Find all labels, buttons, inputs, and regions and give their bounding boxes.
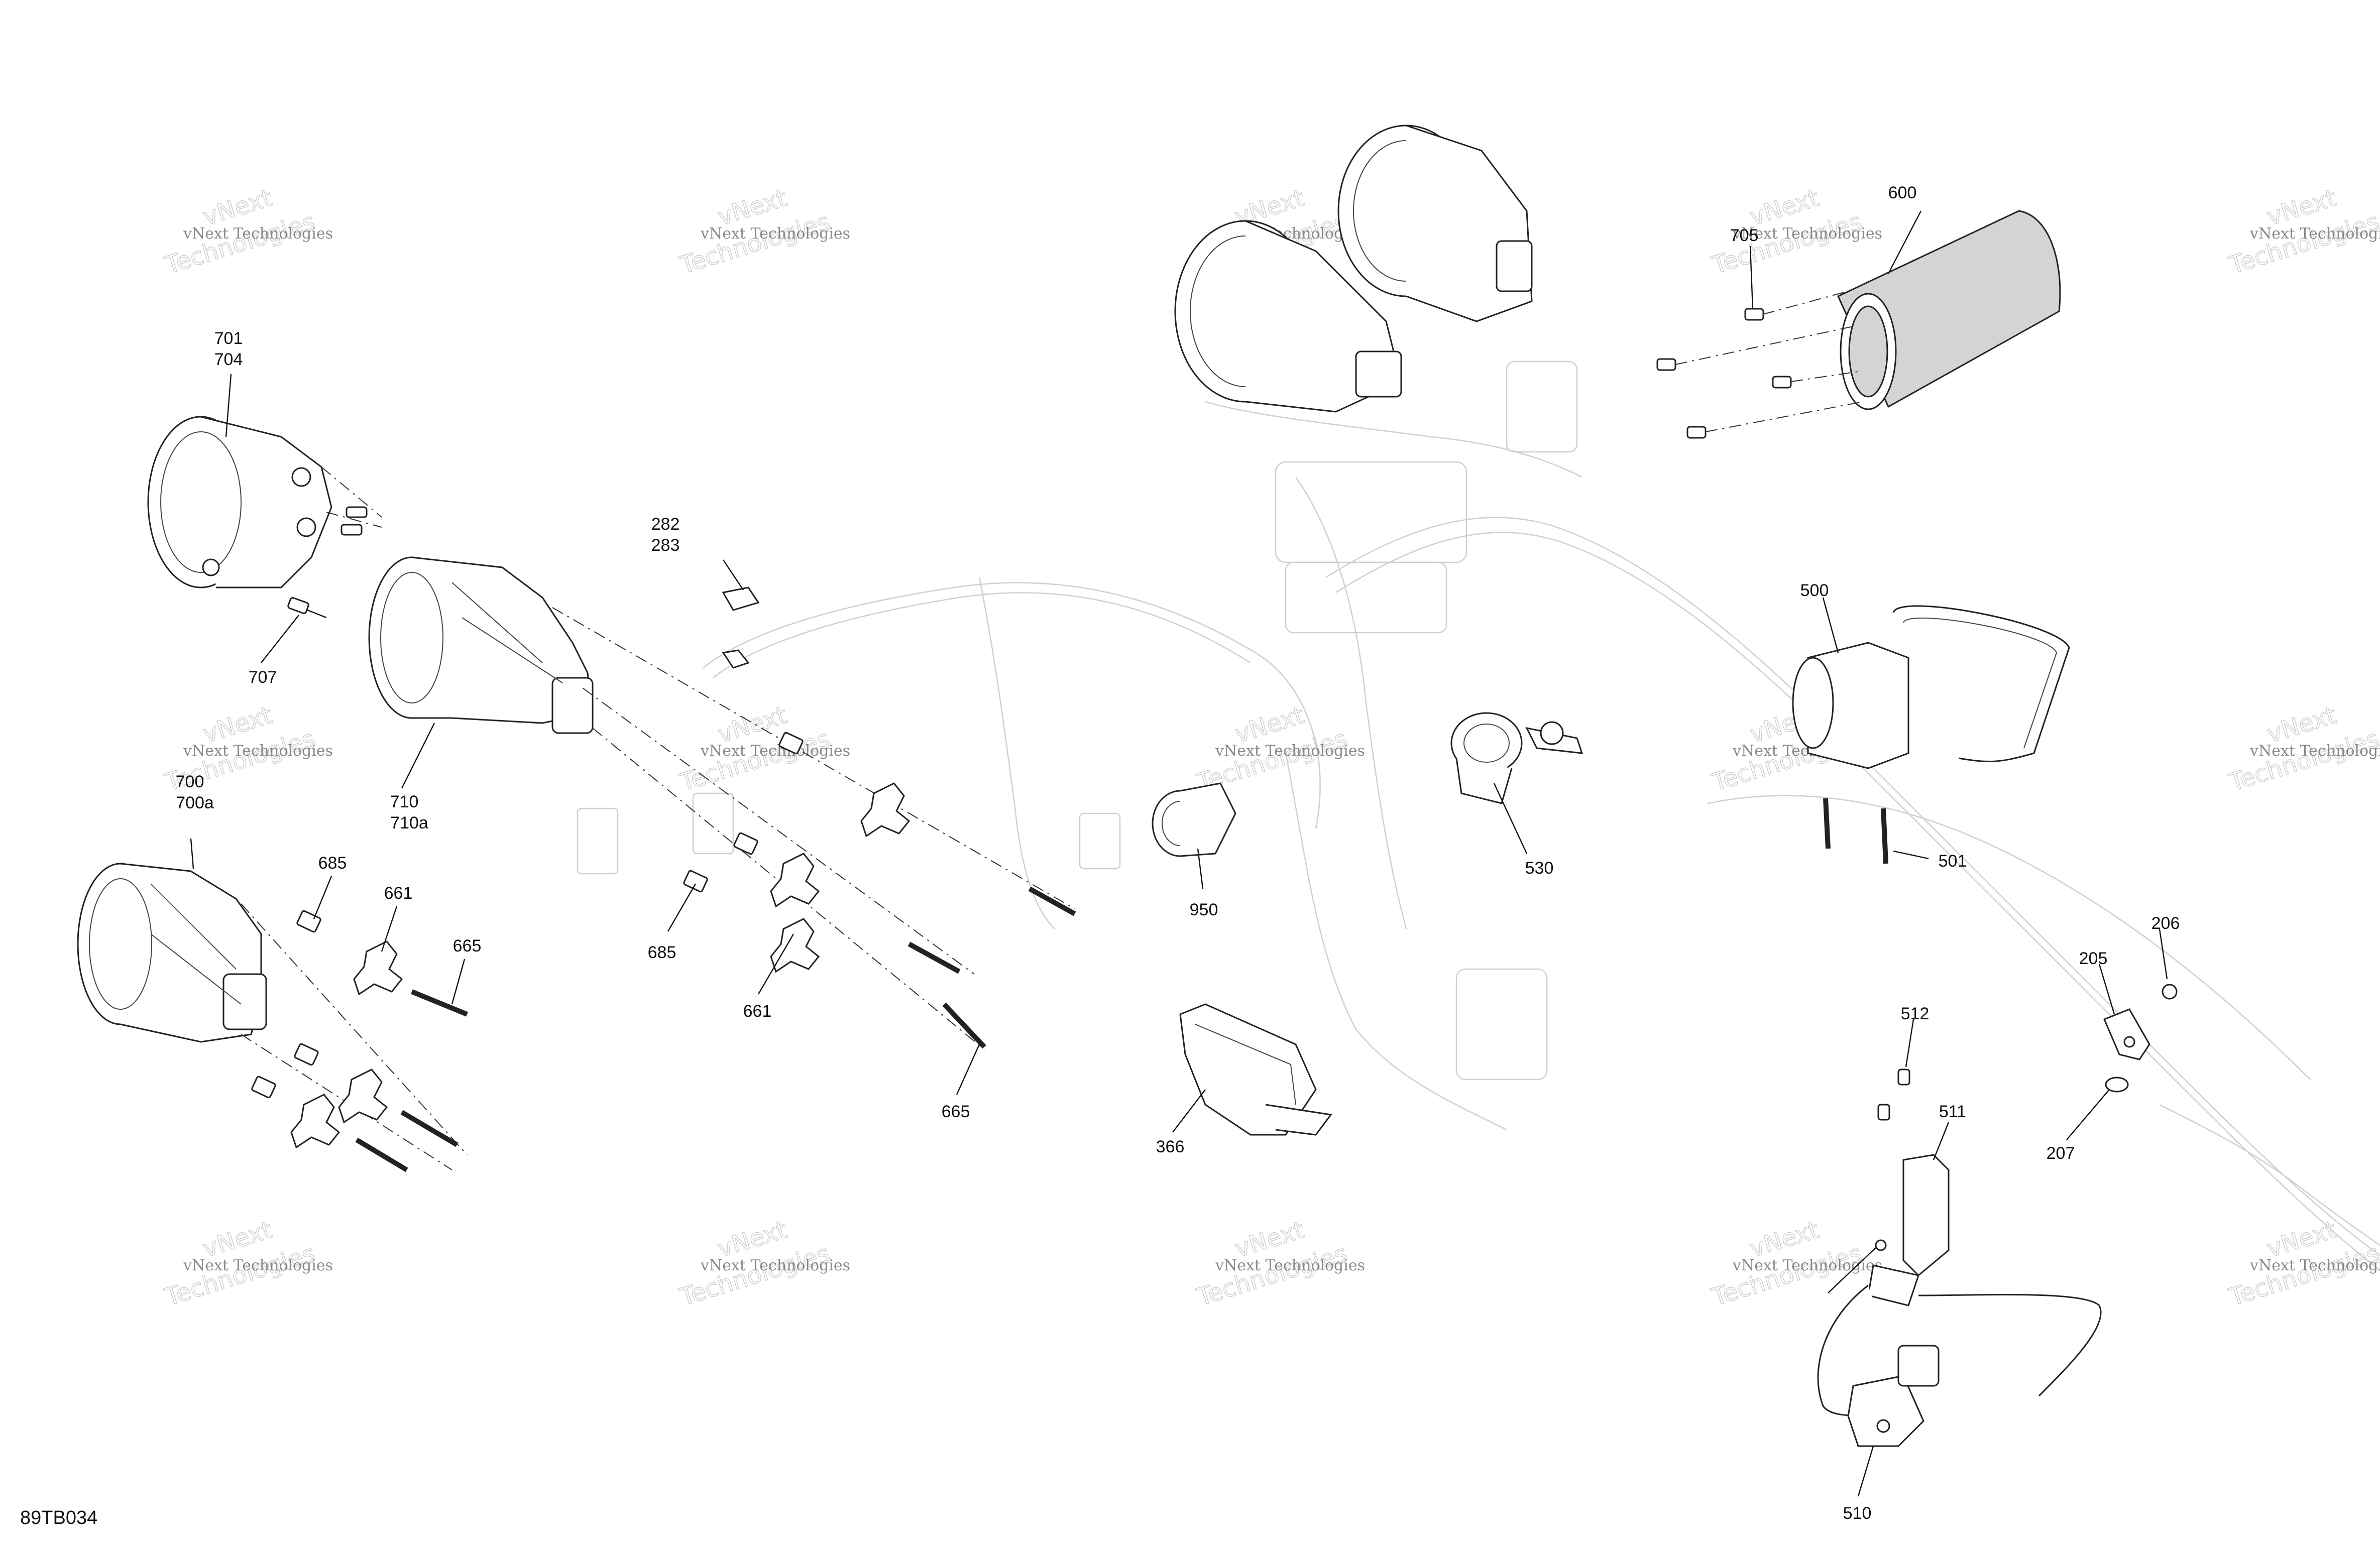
callout-207: 207 [2047, 1144, 2075, 1163]
handle-510 [1817, 1284, 2102, 1447]
watermark-text: vNext Technologies [183, 1257, 333, 1274]
watermark-text: vNext Technologies [700, 225, 850, 243]
assembly-line [582, 687, 975, 975]
callout-685: 685 [648, 943, 676, 962]
watermark-text: vNext Technologies [2249, 742, 2380, 760]
callout-530: 530 [1525, 859, 1554, 878]
callout-661: 661 [743, 1002, 772, 1021]
callout-282: 282 [651, 515, 680, 534]
callout-950: 950 [1190, 900, 1218, 919]
assembly-line [241, 903, 468, 1155]
callout-501: 501 [1939, 852, 1967, 871]
assembly-line [552, 607, 1075, 909]
knob-661 [290, 782, 911, 1149]
ignition-switch-530 [1450, 712, 1583, 804]
lamp-710 [368, 556, 594, 734]
screw-705 [1656, 308, 1792, 439]
power-socket-950 [1152, 782, 1236, 857]
watermark-text: vNext Technologies [2249, 225, 2380, 243]
callout-512: 512 [1901, 1004, 1930, 1023]
clip-282 [722, 586, 760, 669]
assembly-line [1705, 401, 1864, 432]
lamp-700 [77, 863, 267, 1043]
screw-512 [1875, 1069, 1910, 1251]
bracket-511 [1867, 1154, 1950, 1307]
callout-283: 283 [651, 536, 680, 555]
watermark-text: vNext Technologies [1215, 1257, 1365, 1274]
assembly-line [321, 466, 382, 518]
callout-510: 510 [1843, 1504, 1872, 1523]
bolt-501 [1823, 798, 1888, 864]
assembly-line [1790, 371, 1859, 382]
assembly-line [1762, 291, 1849, 315]
callout-500: 500 [1800, 581, 1829, 600]
screw [341, 524, 363, 536]
callout-707: 707 [249, 668, 277, 687]
watermark-text: vNext Technologies [1215, 742, 1365, 760]
callout-206: 206 [2151, 914, 2180, 933]
callout-710a: 710a [390, 813, 428, 833]
spring-685 [251, 732, 804, 1099]
callout-705: 705 [1730, 226, 1759, 245]
callout-710: 710 [390, 792, 419, 811]
screw-707 [287, 597, 327, 619]
watermark-text: vNext Technologies [700, 1257, 850, 1274]
callout-661: 661 [384, 884, 413, 903]
screw [346, 506, 368, 518]
assembly-line [1675, 326, 1854, 365]
callout-366: 366 [1156, 1137, 1185, 1156]
callout-685: 685 [318, 854, 347, 873]
switch-assembly-500 [1792, 605, 2070, 769]
washer-207 [2105, 1077, 2129, 1093]
watermark-text: vNext Technologies [183, 742, 333, 760]
wiring-harness [577, 361, 2380, 1271]
diagram-code: 89TB034 [20, 1507, 97, 1528]
callout-704: 704 [214, 350, 243, 369]
watermark-text: vNext Technologies [1732, 225, 1882, 243]
callout-700: 700 [176, 772, 204, 791]
screw-206 [2162, 984, 2178, 1000]
bolt-665 [355, 886, 1076, 1172]
leader-lines [190, 210, 2168, 1497]
watermark-text: vNext Technologies [1732, 1257, 1882, 1274]
callout-665: 665 [942, 1102, 970, 1121]
lamp-assembly-600 [1837, 210, 2061, 410]
headlight-pair [1174, 125, 1533, 413]
callout-600: 600 [1888, 183, 1917, 202]
callout-701: 701 [214, 329, 243, 348]
lamp-housing-701 [147, 416, 332, 588]
callout-700a: 700a [176, 793, 214, 812]
assembly-line [326, 512, 382, 528]
callout-665: 665 [453, 936, 482, 956]
watermark-text: vNext Technologies [183, 225, 333, 243]
bracket-205 [2103, 1008, 2150, 1060]
callout-205: 205 [2079, 949, 2108, 968]
watermark-text: vNext Technologies [2249, 1257, 2380, 1274]
watermark-text: vNext Technologies [700, 742, 850, 760]
module-366 [1179, 1003, 1332, 1136]
callouts: 701 704 707 282 283 710 710a 700 700a 68… [176, 183, 2180, 1523]
callout-511: 511 [1939, 1102, 1966, 1121]
